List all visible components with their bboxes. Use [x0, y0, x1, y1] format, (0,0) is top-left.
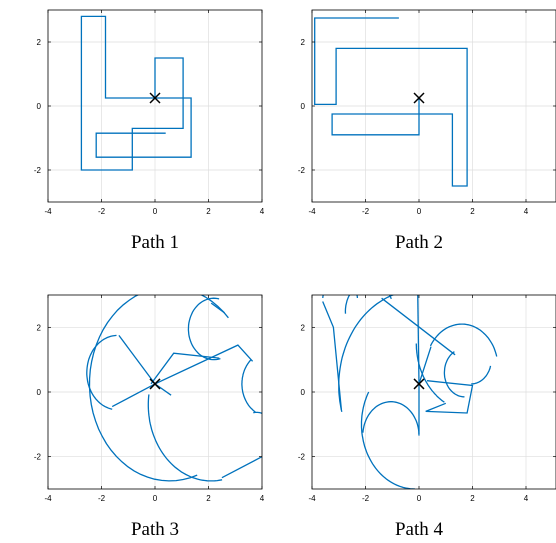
- x-tick-label: 4: [260, 207, 265, 216]
- path-segment: [150, 352, 220, 385]
- y-tick-label: -2: [34, 453, 42, 462]
- x-tick-label: -4: [44, 494, 52, 503]
- path-segment: [80, 15, 184, 171]
- path-segment: [443, 351, 465, 398]
- x-tick-label: 0: [153, 207, 158, 216]
- y-tick-label: 2: [37, 38, 42, 47]
- path-segment: [241, 359, 256, 413]
- start-marker: [413, 92, 425, 104]
- path-segment: [344, 295, 392, 314]
- path-segment: [86, 334, 117, 410]
- marker-stroke: [149, 378, 161, 390]
- start-marker: [413, 378, 425, 390]
- path-segment: [471, 365, 492, 385]
- path-segment: [338, 295, 395, 412]
- y-tick-label: 0: [37, 102, 42, 111]
- path-segment: [417, 295, 420, 384]
- x-tick-label: -2: [362, 494, 370, 503]
- y-tick-label: 0: [301, 102, 306, 111]
- path-series: [314, 17, 468, 187]
- subplot-caption: Path 1: [131, 232, 179, 253]
- x-tick-label: 4: [524, 207, 529, 216]
- x-tick-label: 4: [260, 494, 265, 503]
- path-segment: [221, 456, 262, 479]
- path-segment: [418, 346, 432, 385]
- path-segment: [415, 343, 445, 403]
- path-segment: [362, 401, 420, 436]
- x-tick-label: 0: [153, 494, 158, 503]
- marker-stroke: [149, 92, 161, 104]
- subplot-caption: Path 4: [395, 519, 444, 540]
- y-tick-label: -2: [298, 166, 306, 175]
- y-tick-label: -2: [34, 166, 42, 175]
- path-series: [322, 295, 498, 489]
- path-series: [80, 15, 192, 171]
- path-segment: [360, 391, 416, 489]
- marker-stroke: [413, 378, 425, 390]
- subplot-caption: Path 2: [395, 232, 443, 253]
- x-tick-label: -2: [98, 207, 106, 216]
- y-tick-label: -2: [298, 453, 306, 462]
- path-segment: [381, 297, 456, 356]
- y-tick-label: 2: [301, 323, 306, 332]
- x-tick-label: 2: [470, 494, 475, 503]
- path-segment: [322, 301, 343, 410]
- path-segment: [88, 295, 229, 482]
- path-segment: [187, 297, 221, 361]
- x-tick-label: -2: [98, 494, 106, 503]
- start-marker: [149, 378, 161, 390]
- subplot-caption: Path 3: [131, 519, 179, 540]
- path-segment: [425, 380, 474, 414]
- path-segment: [95, 97, 192, 158]
- path-segment: [111, 383, 156, 408]
- marker-stroke: [413, 92, 425, 104]
- x-tick-label: 4: [524, 494, 529, 503]
- start-marker: [149, 92, 161, 104]
- x-tick-label: 2: [206, 494, 211, 503]
- path-segment: [314, 17, 468, 187]
- y-tick-label: 0: [301, 388, 306, 397]
- x-tick-label: 2: [206, 207, 211, 216]
- path-series: [86, 295, 262, 482]
- path-segment: [147, 394, 223, 482]
- x-tick-label: -4: [44, 207, 52, 216]
- path-segment: [429, 323, 498, 357]
- y-tick-label: 2: [37, 323, 42, 332]
- x-tick-label: -2: [362, 207, 370, 216]
- x-tick-label: 2: [470, 207, 475, 216]
- x-tick-label: 0: [417, 494, 422, 503]
- x-tick-label: 0: [417, 207, 422, 216]
- path-segment: [253, 411, 262, 414]
- x-tick-label: -4: [308, 494, 316, 503]
- x-tick-label: -4: [308, 207, 316, 216]
- path-segment: [118, 335, 156, 385]
- y-tick-label: 0: [37, 388, 42, 397]
- y-tick-label: 2: [301, 38, 306, 47]
- path-segment: [154, 344, 254, 385]
